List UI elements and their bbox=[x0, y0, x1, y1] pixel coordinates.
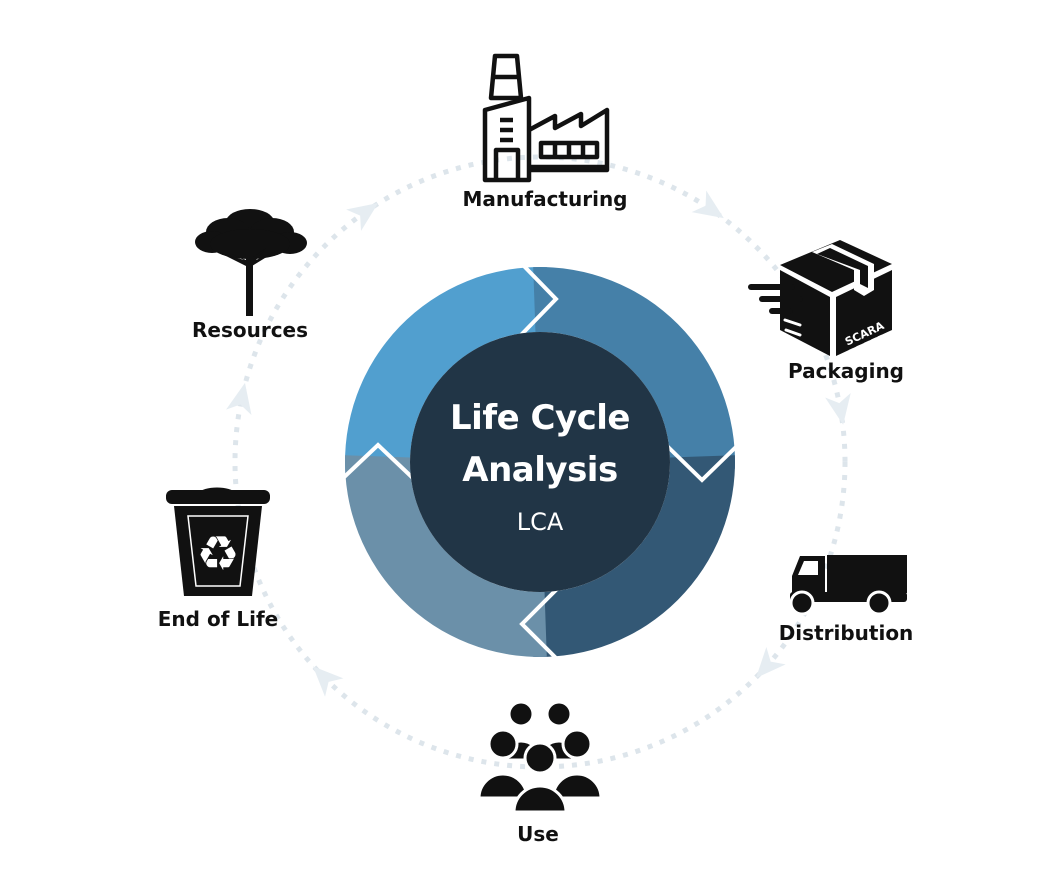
flow-arrow-icon bbox=[346, 202, 379, 231]
segment-separator-bottom bbox=[519, 586, 560, 662]
cycle-segment-top-left bbox=[345, 266, 547, 476]
flow-arrow-icon bbox=[825, 392, 851, 425]
box-icon: SCARA BREED bbox=[748, 240, 892, 360]
cycle-ring bbox=[338, 260, 742, 662]
flow-arrow-icon bbox=[313, 666, 344, 697]
cycle-segment-bottom-left bbox=[345, 455, 547, 657]
flow-arrow-icon bbox=[755, 646, 786, 678]
segment-separator-top bbox=[518, 260, 559, 338]
flow-arrow-icon bbox=[691, 190, 724, 219]
factory-icon bbox=[482, 53, 610, 183]
stage-label-use: Use bbox=[517, 822, 559, 846]
tree-icon bbox=[195, 209, 307, 316]
stage-label-distribution: Distribution bbox=[778, 621, 914, 645]
cycle-segment-bottom-right bbox=[533, 455, 736, 658]
truck-icon bbox=[789, 555, 907, 616]
segment-separator-left bbox=[338, 442, 418, 483]
flow-arrows bbox=[226, 190, 851, 697]
recycle-symbol: ♻ bbox=[196, 526, 239, 582]
center-title-line-1: Life Cycle bbox=[450, 398, 631, 438]
flow-arrow-icon bbox=[226, 382, 252, 415]
stage-label-end-of-life: End of Life bbox=[157, 607, 279, 631]
center-abbreviation: LCA bbox=[516, 508, 564, 536]
recycle-bin-icon: ♻ bbox=[166, 487, 270, 596]
people-group-icon bbox=[477, 700, 603, 814]
stage-label-manufacturing: Manufacturing bbox=[462, 187, 628, 211]
cycle-segment-top-right bbox=[533, 267, 736, 469]
segment-separator-right bbox=[662, 441, 742, 483]
stage-label-packaging: Packaging bbox=[788, 359, 904, 383]
stage-label-resources: Resources bbox=[191, 318, 309, 342]
center-disc bbox=[410, 332, 670, 592]
dotted-cycle-ring bbox=[232, 154, 848, 770]
center-title-line-2: Analysis bbox=[462, 450, 618, 490]
